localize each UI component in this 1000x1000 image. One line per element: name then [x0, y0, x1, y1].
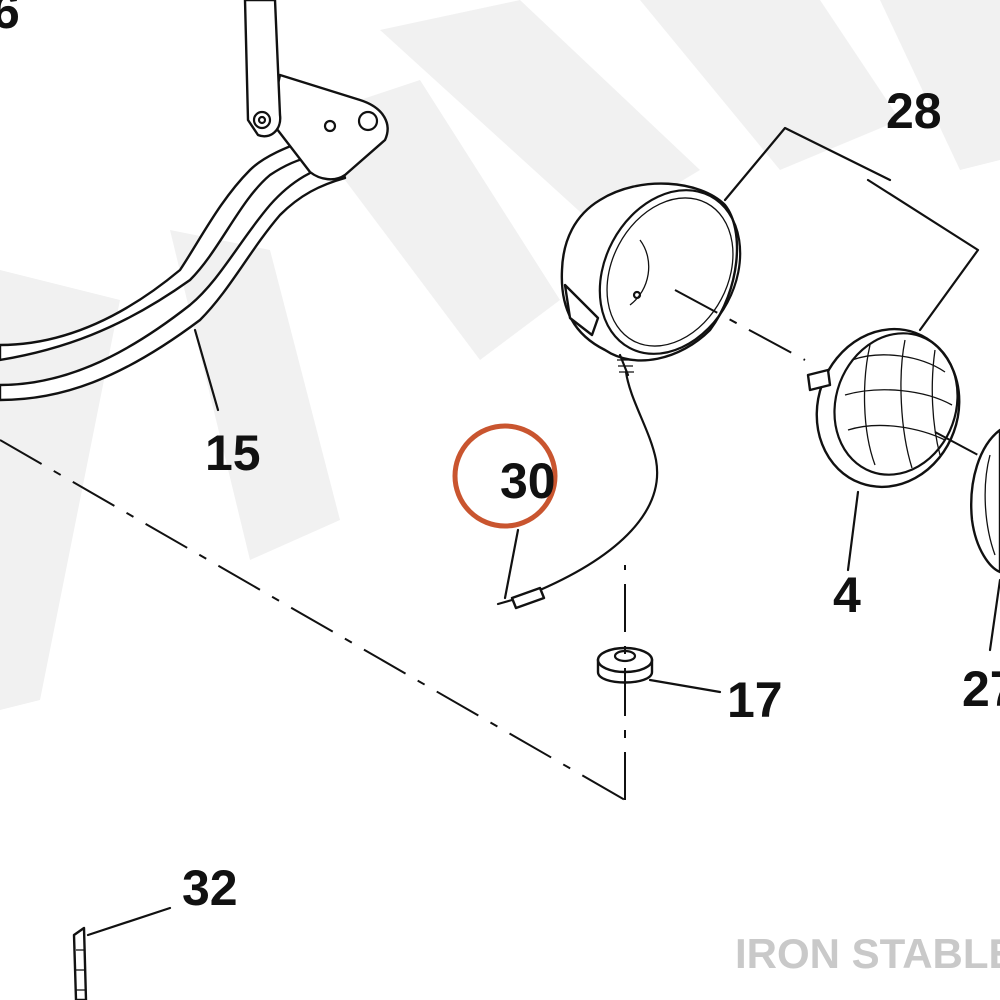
- background-watermark: [0, 0, 1000, 710]
- callout-30: 30: [500, 453, 556, 509]
- callout-4: 4: [833, 567, 861, 623]
- trim-ring-partial: [970, 428, 1000, 574]
- callout-labels: 6 28 15 30 4 27 17 32: [0, 0, 1000, 916]
- alignment-lines: [0, 289, 979, 801]
- wire-lead: [496, 370, 659, 610]
- brand-watermark: IRON STABLE: [735, 930, 1000, 977]
- leader-lines: [86, 126, 1000, 937]
- callout-32: 32: [182, 860, 238, 916]
- spring-pin: [72, 926, 88, 1000]
- callout-15: 15: [205, 425, 261, 481]
- highlight-ring: [452, 423, 558, 529]
- callout-28: 28: [886, 83, 942, 139]
- sealed-beam-lamp: [806, 327, 961, 489]
- callout-27: 27: [962, 661, 1000, 717]
- headlight-bracket: [0, 0, 389, 402]
- callout-17: 17: [727, 672, 783, 728]
- callout-6: 6: [0, 0, 20, 39]
